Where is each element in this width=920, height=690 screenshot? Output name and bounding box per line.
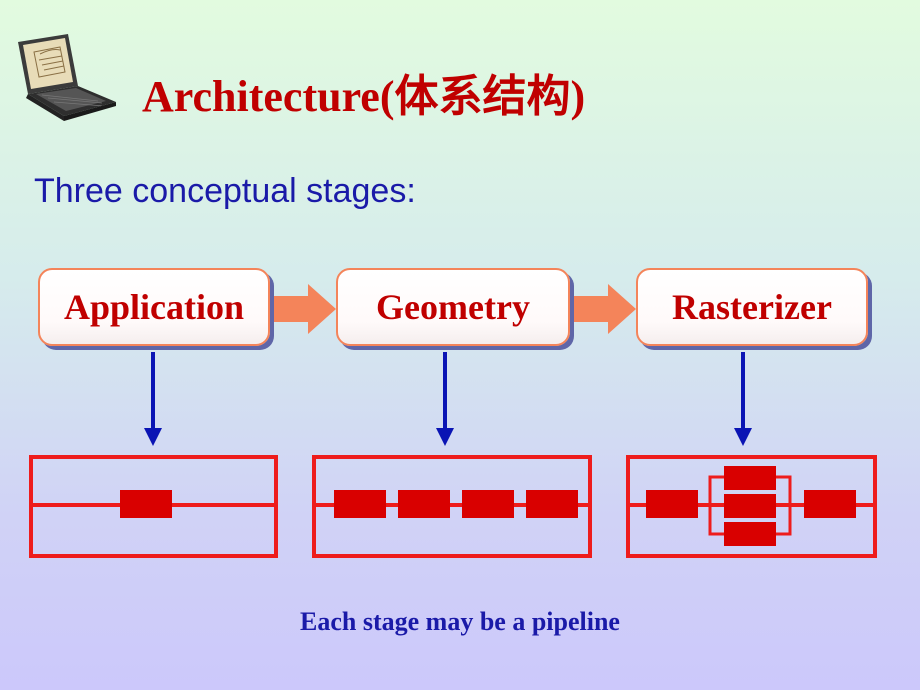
arrow-app-to-geometry — [272, 284, 336, 334]
pipeline-block — [334, 490, 386, 518]
pipeline-block — [724, 494, 776, 518]
arrow-geometry-to-rasterizer — [572, 284, 636, 334]
pipeline-block — [724, 466, 776, 490]
pipeline-block — [724, 522, 776, 546]
diagram-caption: Each stage may be a pipeline — [300, 607, 620, 636]
pipeline-block — [526, 490, 578, 518]
stage-geometry: Geometry — [336, 268, 570, 346]
pipeline-block — [120, 490, 172, 518]
slide-subtitle: Three conceptual stages: — [34, 172, 416, 210]
laptop-icon — [18, 34, 116, 121]
pipeline-block — [462, 490, 514, 518]
pipeline-block — [646, 490, 698, 518]
pipeline-block — [398, 490, 450, 518]
pipeline-block — [804, 490, 856, 518]
stage-rasterizer: Rasterizer — [636, 268, 868, 346]
stage-application: Application — [38, 268, 270, 346]
slide-title: Architecture(体系结构) — [142, 72, 586, 121]
